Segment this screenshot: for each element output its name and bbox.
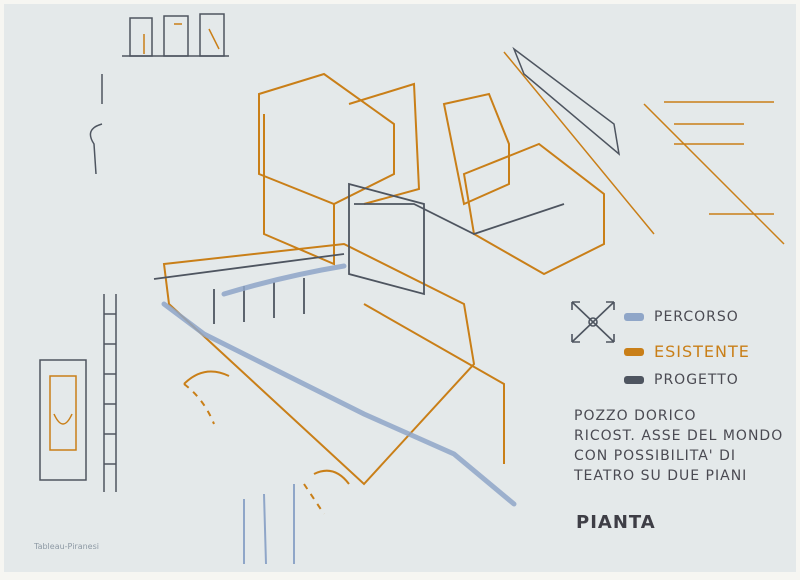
isometric-sketch (39, 13, 785, 565)
sketch-sheet: PERCORSO ESISTENTE PROGETTO POZZO DORICO… (4, 4, 796, 572)
bottom-sketch (243, 484, 295, 565)
legend-item-percorso: PERCORSO (624, 309, 739, 325)
legend-label: ESISTENTE (654, 342, 750, 361)
legend-item-esistente: ESISTENTE (624, 342, 750, 361)
notes-line: RICOST. ASSE DEL MONDO (574, 428, 784, 444)
notes-line: POZZO DORICO (574, 408, 697, 424)
sheet-title: PIANTA (576, 512, 656, 533)
notes-line: CON POSSIBILITA' DI (574, 448, 736, 464)
route-path (161, 263, 517, 507)
notes-block: POZZO DORICO RICOST. ASSE DEL MONDO CON … (574, 406, 783, 486)
column-sketch (39, 74, 117, 492)
legend-swatch (624, 313, 644, 321)
cross-arrows-icon (571, 301, 615, 343)
elevation-sketch-top (122, 13, 229, 57)
legend-swatch (624, 376, 644, 384)
legend-item-progetto: PROGETTO (624, 372, 739, 388)
notes-line: TEATRO SU DUE PIANI (574, 468, 748, 484)
dashed-arcs (183, 383, 325, 515)
signature: Tableau-Piranesi (34, 542, 99, 551)
facade-sketch (503, 46, 785, 245)
legend-label: PERCORSO (654, 309, 739, 325)
project-elements (153, 182, 565, 324)
legend-swatch (624, 347, 644, 356)
legend-label: PROGETTO (654, 372, 739, 388)
